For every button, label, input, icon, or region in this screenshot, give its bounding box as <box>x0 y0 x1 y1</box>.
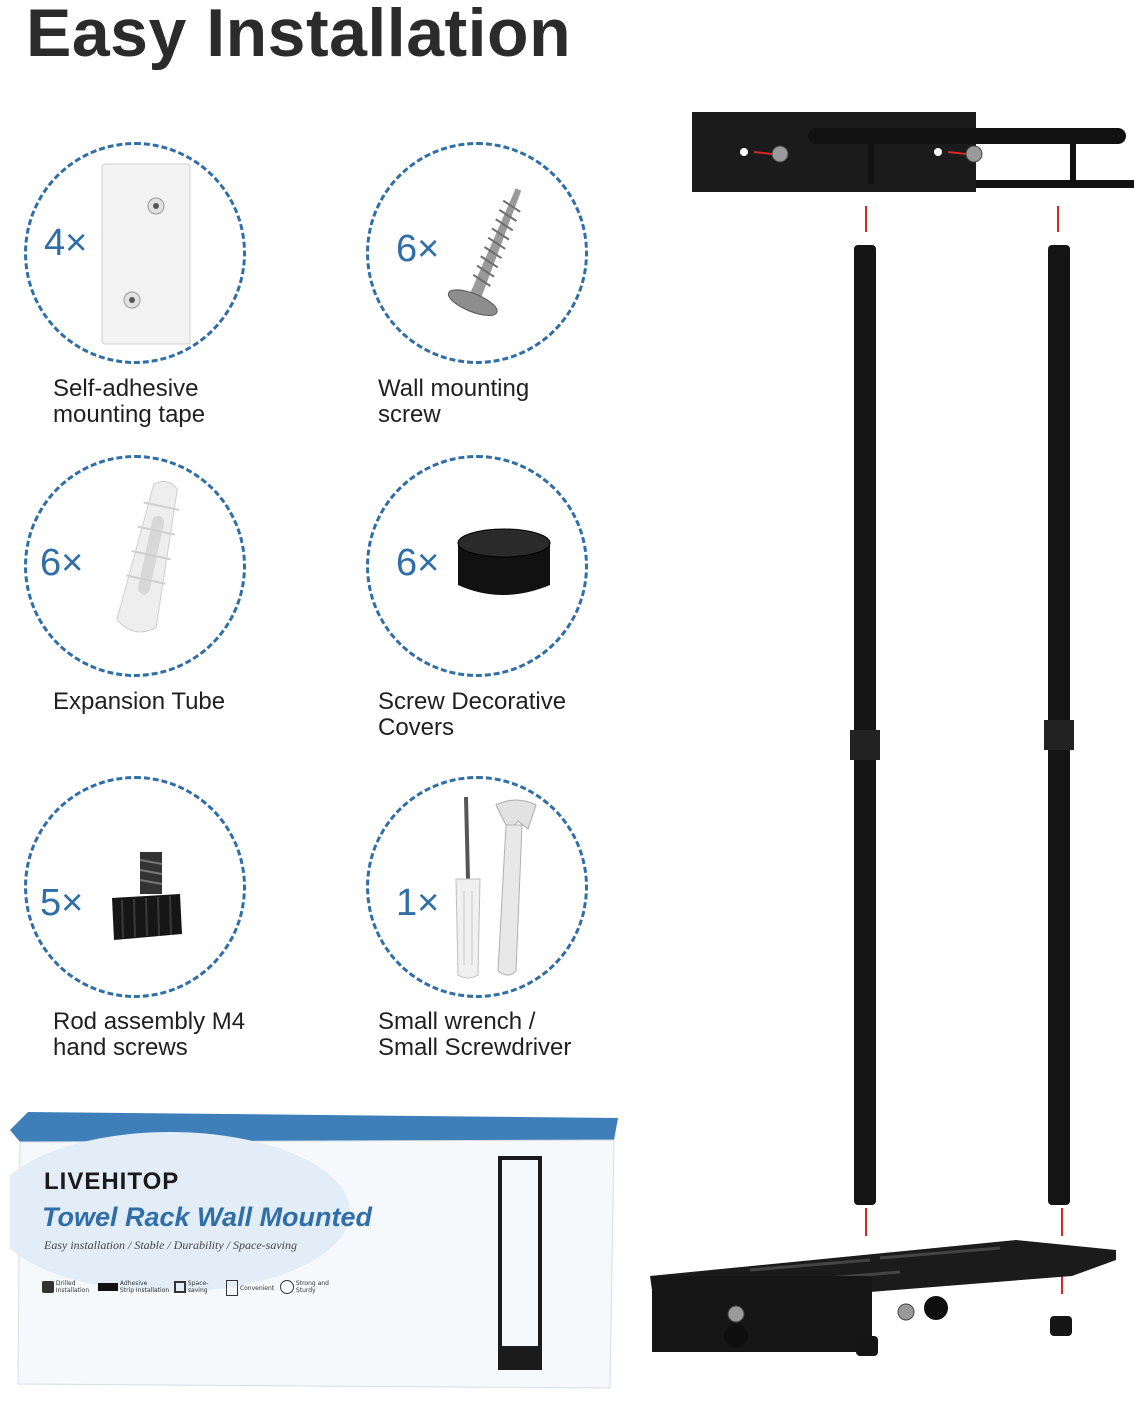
package-tagline: Easy installation / Stable / Durability … <box>44 1238 297 1252</box>
part-circle <box>24 142 246 364</box>
part-circle <box>366 455 588 677</box>
part-circle <box>24 776 246 998</box>
part-label-line1: Wall mounting <box>378 375 530 402</box>
box-icon <box>174 1281 186 1293</box>
wrench-screwdriver-icon <box>455 796 537 979</box>
part-label-line1: Self-adhesive <box>53 375 199 402</box>
part-quantity: 6× <box>40 542 84 584</box>
left-rod <box>854 245 876 1205</box>
feature-label: Convenient <box>239 1284 275 1292</box>
adhesive-strip-icon <box>98 1283 118 1291</box>
screw-cover-icon <box>457 528 551 595</box>
part-circle <box>24 455 246 677</box>
feature-label: Installation <box>55 1287 90 1294</box>
hand-screw-icon <box>112 852 182 940</box>
part-quantity: 4× <box>44 222 88 264</box>
feature-label: Strip Installation <box>119 1287 170 1294</box>
part-label: Wall mounting screw <box>378 376 529 428</box>
wall-screw-icon <box>447 188 522 316</box>
feature-space: Space-saving <box>174 1280 208 1294</box>
part-quantity: 1× <box>396 882 440 924</box>
part-label: Screw Decorative Covers <box>378 689 566 741</box>
page-title: Easy Installation <box>26 0 572 71</box>
feature-label: Strong and <box>295 1280 329 1287</box>
part-label: Self-adhesive mounting tape <box>53 376 205 428</box>
package-brand: LIVEHITOP <box>44 1168 180 1195</box>
part-label: Small wrench / Small Screwdriver <box>378 1009 571 1061</box>
top-bracket <box>692 112 976 192</box>
part-label-line2: Small Screwdriver <box>378 1034 572 1061</box>
expansion-tube-icon <box>116 480 180 633</box>
part-circle <box>366 142 588 364</box>
part-circle <box>366 776 588 998</box>
part-label-line2: mounting tape <box>53 401 206 428</box>
part-label: Expansion Tube <box>53 689 225 715</box>
towel-rack-illustration <box>650 112 1134 1356</box>
part-label-line1: Screw Decorative <box>378 688 567 715</box>
feature-label: Drilled <box>55 1280 76 1287</box>
feature-label: saving <box>187 1287 208 1294</box>
part-label-line1: Small wrench / <box>378 1008 536 1035</box>
adhesive-tape-icon <box>101 163 191 345</box>
document-icon <box>226 1280 238 1296</box>
part-quantity: 6× <box>396 542 440 584</box>
package-product-name: Towel Rack Wall Mounted <box>42 1202 373 1232</box>
part-quantity: 5× <box>40 882 84 924</box>
feature-label: Space- <box>187 1280 209 1287</box>
part-label-line2: screw <box>378 401 441 428</box>
feature-convenient: Convenient <box>226 1280 274 1296</box>
product-package: LIVEHITOP Towel Rack Wall Mounted Easy i… <box>10 1112 618 1392</box>
badge-icon <box>280 1280 294 1294</box>
package-box-shape <box>10 1112 618 1389</box>
part-quantity: 6× <box>396 228 440 270</box>
part-label-line2: hand screws <box>53 1034 188 1061</box>
part-label-line1: Rod assembly M4 <box>53 1008 246 1035</box>
drill-icon <box>42 1281 54 1293</box>
feature-label: Sturdy <box>295 1287 316 1294</box>
feature-label: Adhesive <box>119 1280 148 1287</box>
part-label-line2: Covers <box>378 714 455 741</box>
part-label: Rod assembly M4 hand screws <box>53 1009 245 1061</box>
part-label-line1: Expansion Tube <box>53 688 226 715</box>
